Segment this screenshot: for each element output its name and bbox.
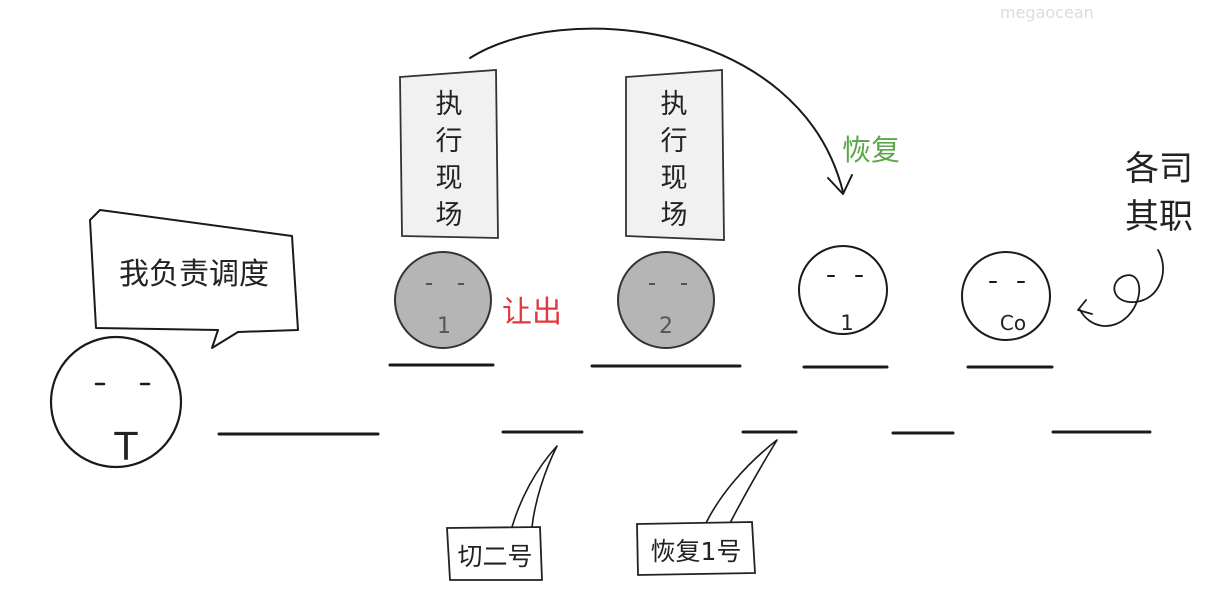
restore-label: 恢复 [842,133,900,167]
goroutine-2-actor: 2 [617,251,715,349]
goroutine-2-label: 2 [659,314,673,339]
each-duty-curly-arrow [1077,249,1164,327]
restore-one-callout-box [636,521,756,576]
context-card-2: 执 行 现 场 [625,69,725,241]
goroutine-1-resumed-actor: 1 [798,245,888,335]
watermark: megaocean [1000,3,1094,22]
coroutine-label: Co [1000,311,1026,335]
switch-two-callout: 切二号 [446,445,558,581]
goroutine-1-label: 1 [437,314,451,339]
goroutine-2-face [617,251,715,349]
restore-arrow-head [827,174,853,195]
card-1-char-1: 执 [436,89,463,120]
goroutine-1-actor: 1 [394,251,492,349]
scheduler-actor: T [49,335,183,469]
each-duty-line-1: 各司 [1125,149,1193,189]
card-2-char-1: 执 [661,89,688,120]
goroutine-1-resumed-face [798,245,888,335]
card-2-char-3: 现 [661,163,688,194]
switch-two-callout-box [446,526,543,581]
card-1-char-4: 场 [436,200,463,231]
card-1-paper [399,69,499,239]
switch-two-text: 切二号 [457,542,532,571]
restore-one-callout-tail [705,439,778,524]
goroutine-1-face [394,251,492,349]
coroutine-actor: Co [961,251,1051,341]
switch-two-callout-tail [511,445,558,528]
restore-one-callout: 恢复1号 [636,439,778,576]
card-1-char-3: 现 [436,163,463,194]
restore-arrow-curve [469,27,844,193]
card-2-char-4: 场 [661,200,688,231]
dispatcher-text: 我负责调度 [119,257,269,292]
each-duty-line-2: 其职 [1125,197,1193,237]
dispatcher-speech-bubble: 我负责调度 [89,209,299,349]
coroutine-face [961,251,1051,341]
curly-arrow-head [1077,299,1093,315]
yield-label: 让出 [502,295,562,330]
curly-arrow-path [1079,249,1164,327]
goroutine-1-resumed-label: 1 [840,311,853,335]
card-2-paper [625,69,725,241]
restore-one-text: 恢复1号 [651,537,742,566]
restore-arrow [469,27,853,195]
card-1-char-2: 行 [436,126,463,157]
card-2-char-2: 行 [661,126,688,157]
context-card-1: 执 行 现 场 [399,69,499,239]
dispatcher-bubble-outline [89,209,299,349]
scheduler-label: T [113,425,138,469]
scheduler-face [49,335,183,469]
